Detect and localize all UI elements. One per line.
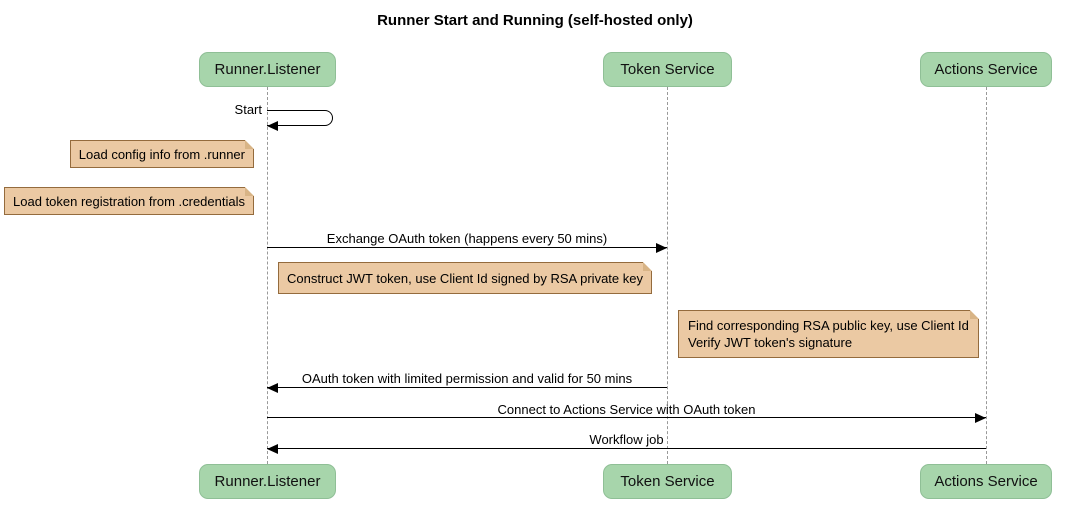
message-oauth-return-label: OAuth token with limited permission and … (301, 371, 633, 386)
arrowhead-left-icon (267, 444, 278, 454)
message-exchange-oauth-label: Exchange OAuth token (happens every 50 m… (326, 231, 608, 246)
participant-bottom-runner-listener: Runner.Listener (199, 464, 336, 499)
participant-label: Token Service (620, 61, 715, 78)
participant-label: Runner.Listener (214, 473, 321, 490)
note-construct-jwt: Construct JWT token, use Client Id signe… (278, 262, 652, 294)
note-fold-icon (245, 187, 254, 196)
participant-label: Actions Service (934, 61, 1038, 78)
message-start-self-loop (267, 110, 333, 126)
note-fold-icon (969, 310, 979, 319)
note-text: Load config info from .runner (78, 146, 245, 162)
participant-label: Actions Service (934, 473, 1038, 490)
arrowhead-left-icon (267, 383, 278, 393)
participant-bottom-token-service: Token Service (603, 464, 732, 499)
note-text-line2: Verify JWT token's signature (688, 335, 853, 350)
note-verify-jwt: Find corresponding RSA public key, use C… (678, 310, 979, 358)
lifeline-token-service (667, 87, 668, 464)
participant-top-runner-listener: Runner.Listener (199, 52, 336, 87)
lifeline-actions-service (986, 87, 987, 464)
participant-top-token-service: Token Service (603, 52, 732, 87)
note-fold-icon (642, 262, 652, 271)
message-workflow-job-line (267, 448, 986, 449)
participant-label: Runner.Listener (214, 61, 321, 78)
participant-top-actions-service: Actions Service (920, 52, 1052, 87)
lifeline-runner-listener (267, 87, 268, 464)
diagram-title: Runner Start and Running (self-hosted on… (377, 12, 693, 29)
note-text: Construct JWT token, use Client Id signe… (287, 270, 643, 286)
message-connect-line (267, 417, 986, 418)
participant-label: Token Service (620, 473, 715, 490)
message-workflow-job-label: Workflow job (589, 432, 664, 447)
note-text-line1: Find corresponding RSA public key, use C… (688, 318, 969, 333)
arrowhead-right-icon (656, 243, 667, 253)
message-connect-label: Connect to Actions Service with OAuth to… (497, 402, 756, 417)
message-exchange-oauth-line (267, 247, 667, 248)
note-fold-icon (245, 140, 254, 149)
arrowhead-left-icon (267, 121, 278, 131)
arrowhead-right-icon (975, 413, 986, 423)
message-oauth-return-line (267, 387, 667, 388)
participant-bottom-actions-service: Actions Service (920, 464, 1052, 499)
note-load-credentials: Load token registration from .credential… (4, 187, 254, 215)
note-text: Load token registration from .credential… (13, 193, 245, 209)
message-start-label: Start (234, 102, 262, 117)
note-load-config: Load config info from .runner (69, 140, 254, 168)
